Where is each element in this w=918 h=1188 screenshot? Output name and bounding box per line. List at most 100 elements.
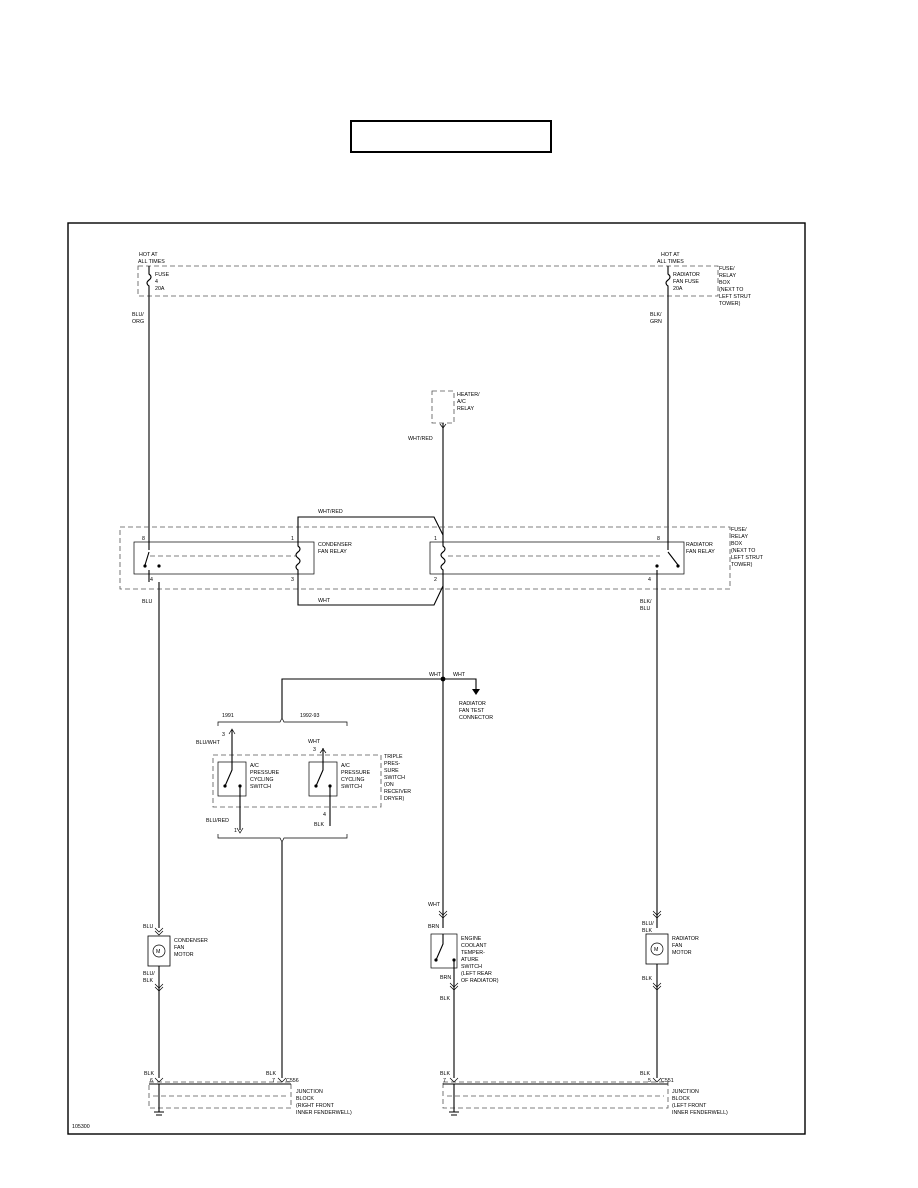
wire-wht-crossover xyxy=(297,582,444,606)
svg-text:RADIATOR: RADIATOR xyxy=(459,701,486,707)
svg-text:2: 2 xyxy=(434,577,437,583)
svg-text:3: 3 xyxy=(222,732,225,738)
svg-text:RADIATOR: RADIATOR xyxy=(672,936,699,942)
figure-id: 105300 xyxy=(72,1124,90,1130)
wire-blu-wht-label: BLU/WHT xyxy=(196,740,221,746)
svg-text:20A: 20A xyxy=(673,286,683,292)
svg-text:BLK/: BLK/ xyxy=(650,312,662,318)
fuse-4-label: FUSE 4 20A xyxy=(155,272,170,292)
svg-text:MOTOR: MOTOR xyxy=(672,950,692,956)
svg-text:20A: 20A xyxy=(155,286,165,292)
svg-text:TOWER): TOWER) xyxy=(719,301,741,307)
svg-text:CONDENSER: CONDENSER xyxy=(318,542,352,548)
svg-text:TEMPER-: TEMPER- xyxy=(461,950,485,956)
condenser-relay-switch xyxy=(144,537,150,582)
wire-to-pressure-switch xyxy=(281,678,443,718)
triple-pressure-switch-label: TRIPLE PRES- SURE SWITCH (ON RECEIVER DR… xyxy=(384,754,411,802)
svg-text:SWITCH: SWITCH xyxy=(250,784,271,790)
junction-block-left xyxy=(148,1081,292,1109)
wire-blk-label-3: BLK xyxy=(642,976,652,982)
wire-blk-label-2: BLK xyxy=(440,996,450,1002)
svg-text:BOX: BOX xyxy=(731,541,743,547)
svg-text:HOT AT: HOT AT xyxy=(139,252,158,258)
svg-text:LEFT STRUT: LEFT STRUT xyxy=(719,294,752,300)
svg-text:1: 1 xyxy=(291,536,294,542)
ac-switch-1-label: A/C PRESSURE CYCLING SWITCH xyxy=(250,763,280,790)
radiator-fuse-symbol xyxy=(665,266,671,296)
wire-blk-label-4: BLK xyxy=(144,1071,154,1077)
radiator-relay-switch xyxy=(656,537,679,582)
svg-text:BLU/: BLU/ xyxy=(132,312,144,318)
wire-blu-label: BLU xyxy=(142,599,152,605)
svg-text:(RIGHT FRONT: (RIGHT FRONT xyxy=(296,1103,335,1109)
svg-text:TOWER): TOWER) xyxy=(731,562,753,568)
wire-blu-blk-label-2: BLU/ BLK xyxy=(642,921,654,934)
svg-text:CYCLING: CYCLING xyxy=(341,777,365,783)
wire-blk-grn-label: BLK/ GRN xyxy=(650,312,662,325)
wire-brn-label-2: BRN xyxy=(440,975,451,981)
hot-left-label: HOT AT ALL TIMES xyxy=(138,252,165,265)
svg-text:ENGINE: ENGINE xyxy=(461,936,482,942)
diagram-frame xyxy=(67,222,806,1135)
svg-text:A/C: A/C xyxy=(457,399,466,405)
svg-text:1: 1 xyxy=(234,828,237,834)
wire-blu-blk-label-1: BLU/ BLK xyxy=(143,971,155,984)
svg-text:7: 7 xyxy=(443,1078,446,1084)
radiator-relay-pins: 1 8 2 4 xyxy=(434,536,660,583)
wire-wht-label-1: WHT xyxy=(318,598,331,604)
svg-text:FAN FUSE: FAN FUSE xyxy=(673,279,699,285)
svg-text:CONNECTOR: CONNECTOR xyxy=(459,715,493,721)
svg-text:ALL TIMES: ALL TIMES xyxy=(657,259,684,265)
svg-text:PRESSURE: PRESSURE xyxy=(341,770,371,776)
svg-text:BLK: BLK xyxy=(642,928,652,934)
svg-text:HEATER/: HEATER/ xyxy=(457,392,480,398)
fuse-box-mid-label: FUSE/ RELAY BOX (NEXT TO LEFT STRUT TOWE… xyxy=(731,527,764,568)
radiator-relay-coil xyxy=(440,537,446,582)
connector-c551: C551 xyxy=(661,1078,674,1084)
svg-text:BLU/: BLU/ xyxy=(642,921,654,927)
svg-text:6: 6 xyxy=(150,1078,153,1084)
svg-text:BLK: BLK xyxy=(143,978,153,984)
radiator-fuse-label: RADIATOR FAN FUSE 20A xyxy=(673,272,700,292)
radiator-test-connector-label: RADIATOR FAN TEST CONNECTOR xyxy=(459,701,493,721)
junction-block-right xyxy=(442,1081,669,1109)
fuse-4-symbol xyxy=(146,266,152,296)
heater-ac-relay xyxy=(431,390,455,424)
svg-text:FAN: FAN xyxy=(672,943,682,949)
lower-brace xyxy=(217,834,348,843)
svg-text:RELAY: RELAY xyxy=(719,273,736,279)
coolant-temp-switch-label: ENGINE COOLANT TEMPER- ATURE SWITCH (LEF… xyxy=(461,936,499,984)
svg-text:(LEFT REAR: (LEFT REAR xyxy=(461,971,492,977)
svg-text:(ON: (ON xyxy=(384,782,394,788)
svg-text:5: 5 xyxy=(648,1078,651,1084)
svg-text:LEFT STRUT: LEFT STRUT xyxy=(731,555,764,561)
year-brace xyxy=(217,717,348,726)
junction-block-left-label: JUNCTION BLOCK (RIGHT FRONT INNER FENDER… xyxy=(296,1089,352,1116)
radiator-fan-relay-label: RADIATOR FAN RELAY xyxy=(686,542,715,555)
svg-text:SURE: SURE xyxy=(384,768,399,774)
svg-text:SWITCH: SWITCH xyxy=(384,775,405,781)
fuse-box-top-label: FUSE/ RELAY BOX (NEXT TO LEFT STRUT TOWE… xyxy=(719,266,752,307)
svg-text:PRESSURE: PRESSURE xyxy=(250,770,280,776)
svg-text:M: M xyxy=(654,947,658,953)
svg-text:GRN: GRN xyxy=(650,319,662,325)
wire-wht-label-3: WHT xyxy=(453,672,466,678)
svg-text:BLOCK: BLOCK xyxy=(672,1096,690,1102)
svg-text:CONDENSER: CONDENSER xyxy=(174,938,208,944)
svg-text:8: 8 xyxy=(657,536,660,542)
svg-text:FAN RELAY: FAN RELAY xyxy=(318,549,347,555)
svg-text:1: 1 xyxy=(434,536,437,542)
wire-to-test-connector xyxy=(443,678,477,690)
ac-switch-2-contacts xyxy=(315,762,331,826)
triple-pressure-switch xyxy=(212,754,382,808)
svg-text:ALL TIMES: ALL TIMES xyxy=(138,259,165,265)
radiator-fan-motor-label: RADIATOR FAN MOTOR xyxy=(672,936,699,956)
condenser-fan-motor-label: CONDENSER FAN MOTOR xyxy=(174,938,208,958)
fuse-box-top xyxy=(137,265,719,297)
svg-text:BOX: BOX xyxy=(719,280,731,286)
svg-text:DRYER): DRYER) xyxy=(384,796,404,802)
condenser-relay-pins: 8 1 4 3 xyxy=(142,536,294,583)
year-1992-93: 1992-93 xyxy=(300,713,319,719)
wire-wht-red-crossover xyxy=(297,516,444,537)
